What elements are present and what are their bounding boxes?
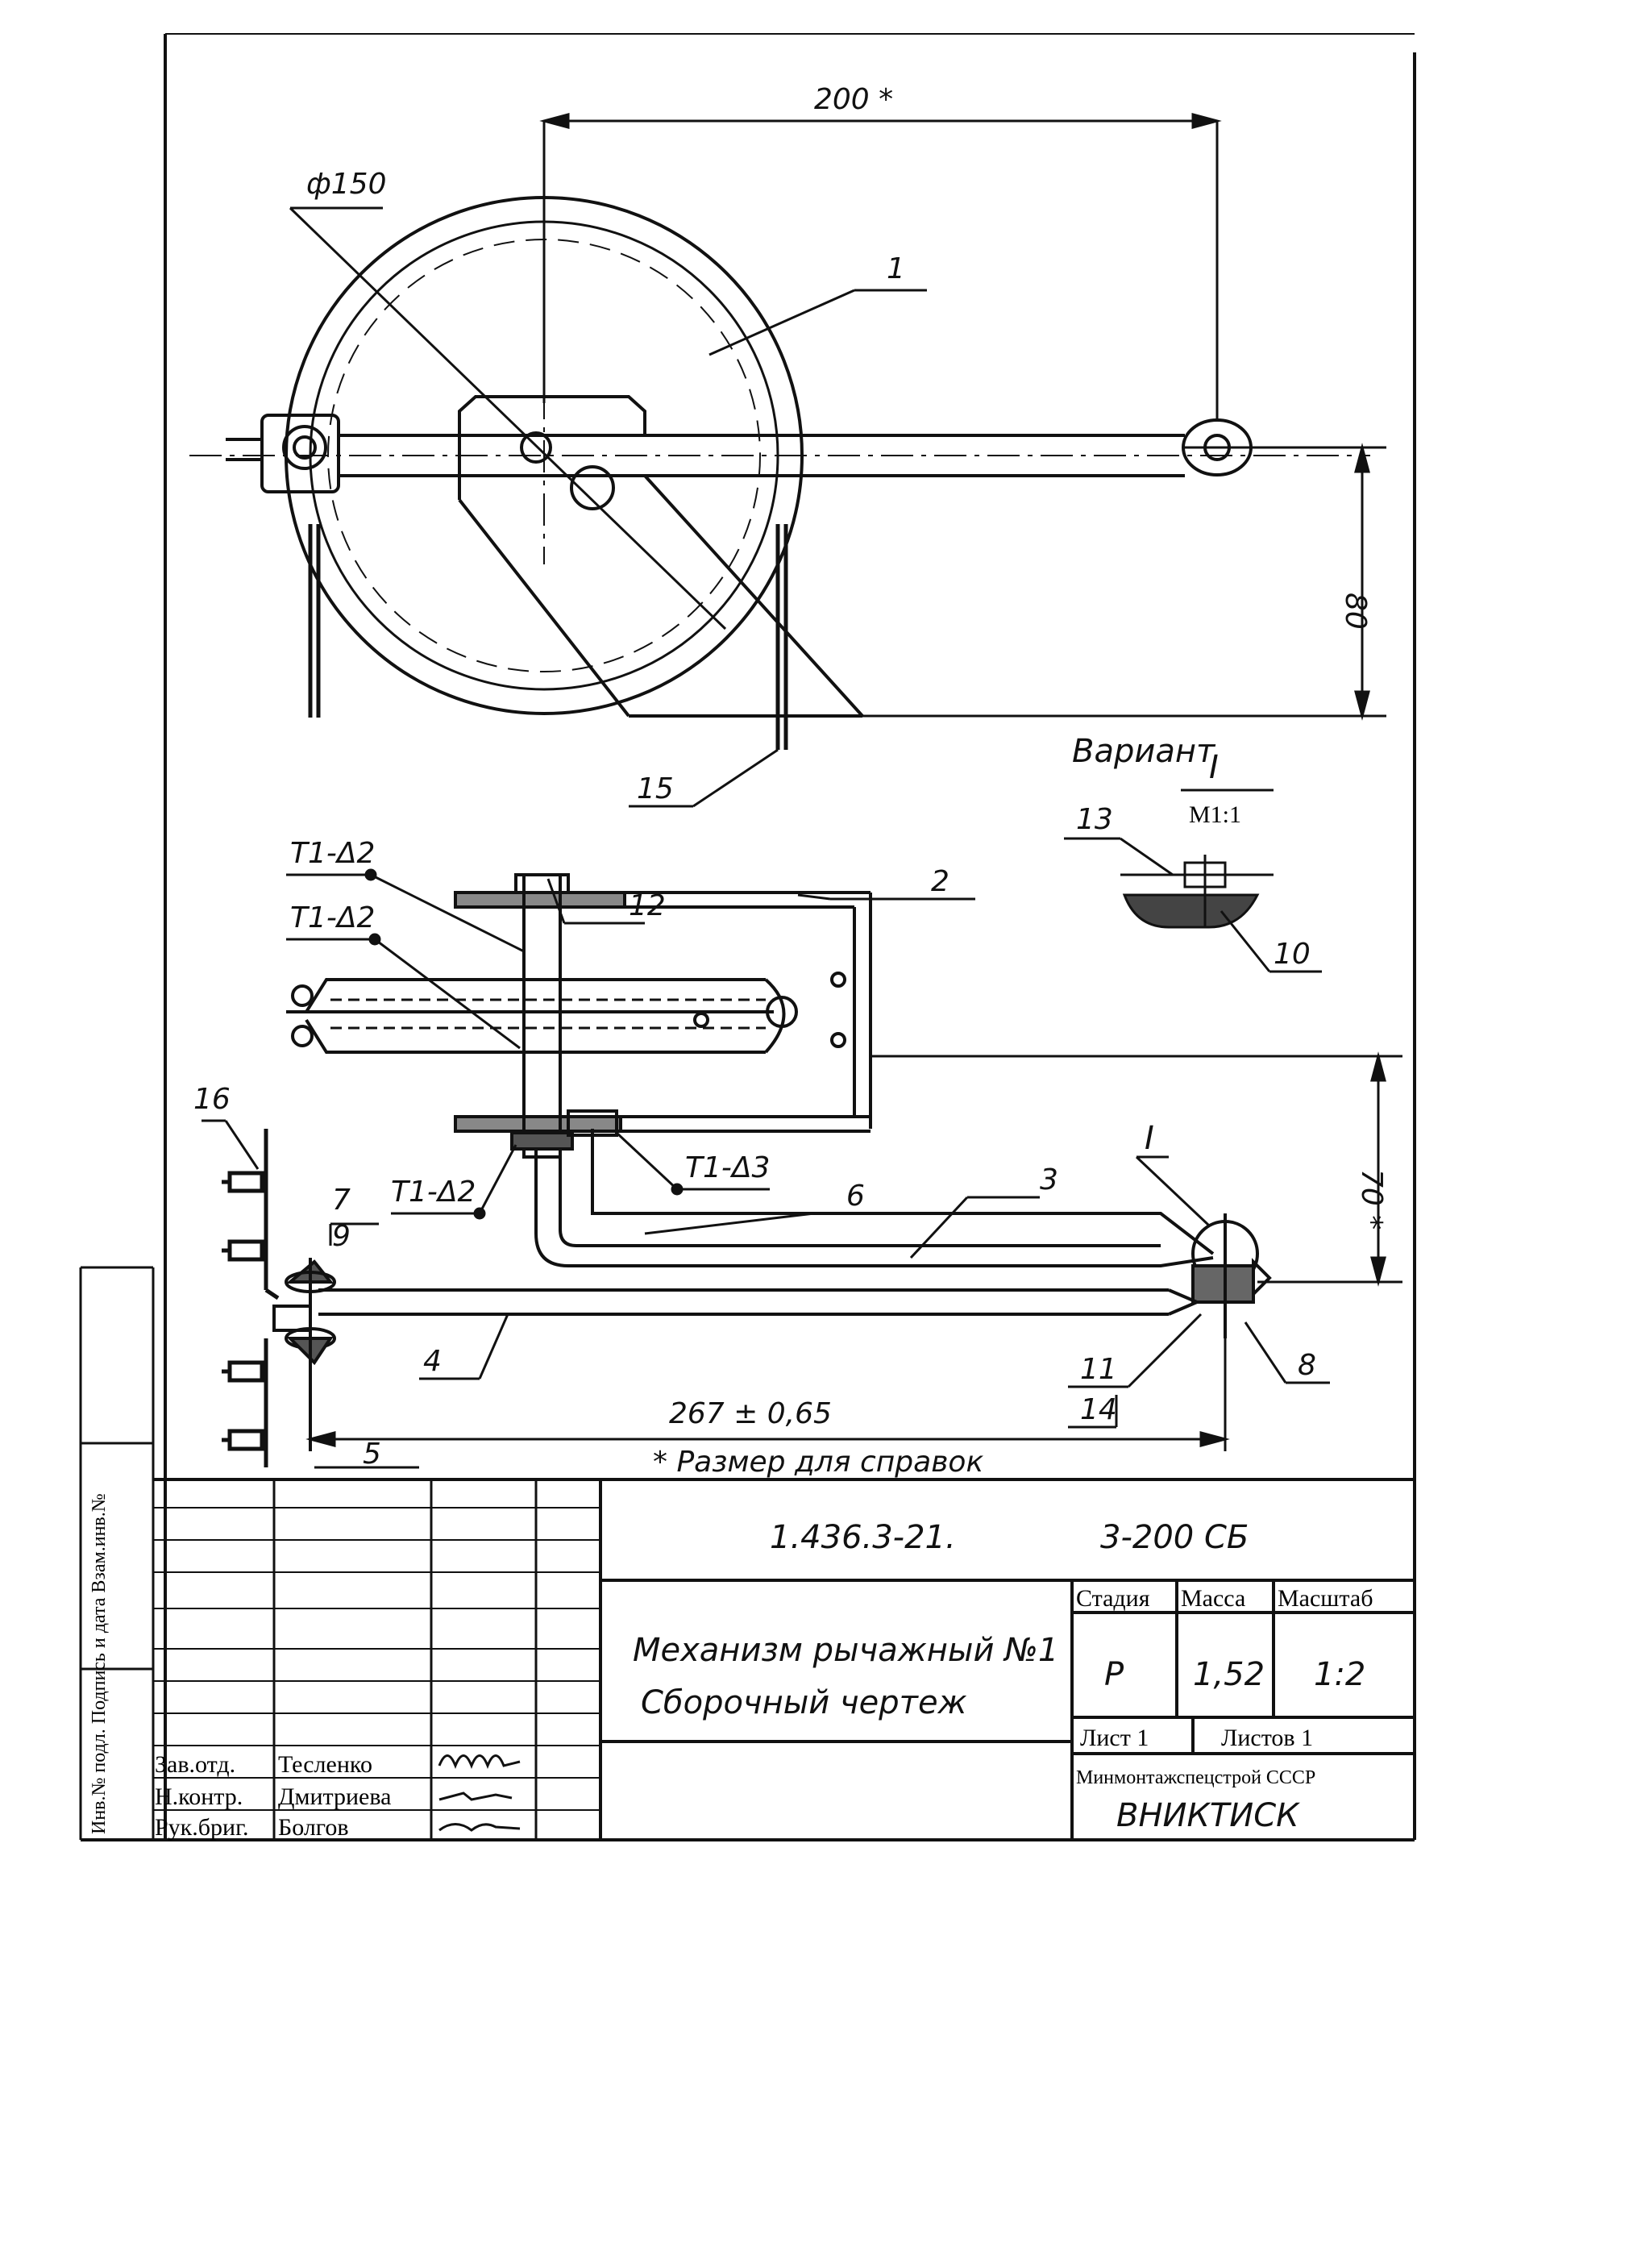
item-label-15: 15 [637, 772, 674, 805]
organization-2: ВНИКТИСК [1116, 1797, 1300, 1834]
reference-note: * Размер для справок [653, 1446, 983, 1479]
designation: 1.436.3-21. [770, 1519, 956, 1556]
item-label-7: 7 [332, 1184, 351, 1217]
sheet-number: Лист 1 [1080, 1725, 1149, 1751]
drawing-name-2: Сборочный чертеж [641, 1684, 967, 1721]
scale-value: 1:2 [1314, 1656, 1365, 1693]
item-label-3: 3 [1040, 1163, 1058, 1196]
item-label-11: 11 [1080, 1353, 1117, 1386]
dim-267 [305, 1338, 1230, 1451]
bracket-side-view [454, 891, 872, 1133]
weld-mark-1: Т1-Δ2 [290, 837, 375, 870]
mass-value: 1,52 [1193, 1656, 1265, 1693]
staff-role-3: Рук.бриг. [155, 1814, 249, 1841]
item-label-4: 4 [423, 1345, 442, 1378]
bracket-top-view [458, 395, 864, 718]
lever-4 [272, 1288, 1198, 1332]
bracket-16 [222, 1129, 280, 1467]
signatures [438, 1754, 521, 1832]
eye-joint [1191, 1213, 1272, 1338]
diameter-leader [289, 206, 727, 630]
ring-side-view [286, 978, 798, 1054]
nut-stack [285, 1258, 336, 1451]
dim-267-label: 267 ± 0,65 [669, 1397, 832, 1430]
lever-top-view [226, 414, 1253, 493]
weld-mark-4: Т1-Δ3 [685, 1151, 770, 1184]
pin-side-view [510, 873, 574, 1159]
staff-role-2: Н.контр. [155, 1783, 243, 1810]
item-label-14: 14 [1080, 1393, 1117, 1426]
drawing-name-1: Механизм рычажный №1 [633, 1632, 1058, 1669]
dim-200 [539, 113, 1222, 419]
mass-header: Масса [1181, 1585, 1245, 1612]
dim-80-label: 80 [1339, 593, 1372, 630]
item-label-1: 1 [887, 252, 905, 285]
sheet-count: Листов 1 [1221, 1725, 1313, 1751]
section-mark: I [1145, 1120, 1154, 1157]
weld-leaders [286, 868, 770, 1220]
drawing-code: 3-200 СБ [1100, 1519, 1249, 1556]
staff-name-3: Болгов [278, 1814, 349, 1841]
item-label-9: 9 [332, 1220, 351, 1253]
staff-name-1: Тесленко [278, 1751, 372, 1778]
dim-80 [862, 443, 1386, 721]
item-label-6: 6 [846, 1180, 865, 1213]
weld-mark-3: Т1-Δ2 [391, 1176, 476, 1209]
item-label-10: 10 [1274, 938, 1311, 971]
staff-role-1: Зав.отд. [155, 1751, 235, 1778]
item-leaders-side [202, 878, 1330, 1469]
variant-roman: I [1209, 749, 1219, 786]
leader-13 [1064, 837, 1174, 876]
sheet-frame [81, 33, 1416, 1841]
diameter-label: ф150 [306, 168, 387, 201]
scale-header: Масштаб [1278, 1585, 1373, 1612]
organization-1: Минмонтажспецстрой СССР [1076, 1767, 1315, 1788]
item-label-8: 8 [1298, 1349, 1316, 1382]
clamps-top-view [308, 524, 788, 750]
lever-tube [534, 1109, 1215, 1267]
dim-200-label: 200 * [814, 83, 893, 116]
variant-scale: М1:1 [1189, 801, 1241, 828]
staff-name-2: Дмитриева [278, 1783, 391, 1810]
stage-header: Стадия [1076, 1585, 1150, 1612]
item-label-2: 2 [931, 865, 949, 898]
item-label-5: 5 [363, 1438, 381, 1471]
item-label-12: 12 [629, 889, 666, 922]
variant-title: Вариант [1072, 733, 1216, 770]
leader-10 [1220, 910, 1322, 973]
leader-15 [629, 748, 779, 808]
stage-value: Р [1104, 1656, 1124, 1693]
variant-detail [1120, 855, 1274, 929]
item-label-16: 16 [193, 1083, 231, 1116]
dim-70 [871, 1051, 1402, 1287]
item-label-13: 13 [1076, 803, 1113, 836]
weld-mark-2: Т1-Δ2 [290, 901, 375, 934]
title-block-rows [153, 1507, 600, 1811]
dim-70-label: 70 * [1355, 1169, 1388, 1230]
leader-1 [708, 289, 927, 356]
side-stamp-text: Инв.№ подл. Подпись и дата Взам.инв.№ [89, 1493, 110, 1834]
side-stamp [79, 1266, 155, 1840]
